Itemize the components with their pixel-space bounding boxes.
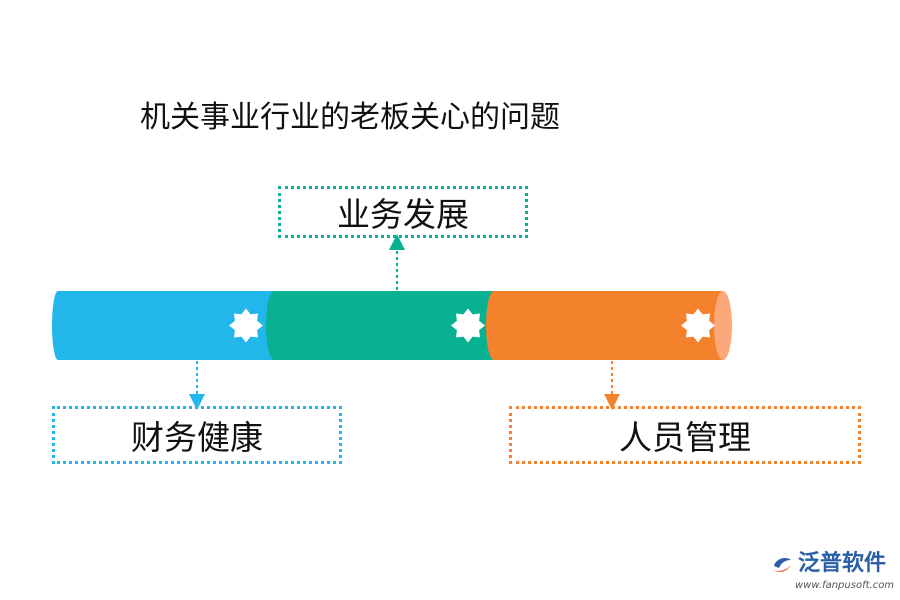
logo-name: 泛普软件: [798, 551, 887, 576]
tube-segment-business: [266, 291, 514, 360]
logo-icon: [773, 558, 791, 572]
node-business-development: 业务发展: [278, 186, 528, 238]
gear-icon: [451, 308, 485, 343]
gear-icon: [229, 308, 263, 343]
node-financial-health: 财务健康: [52, 406, 342, 464]
tube-end-cap: [714, 291, 732, 360]
page-title: 机关事业行业的老板关心的问题: [140, 100, 560, 135]
tube-segment-personnel: [486, 291, 732, 360]
node-personnel-management: 人员管理: [509, 406, 861, 464]
gear-icon: [681, 308, 715, 343]
tube-segment-finance: [52, 291, 298, 360]
logo-url: www.fanpusoft.com: [795, 580, 895, 591]
brand-logo: 泛普软件: [770, 552, 886, 576]
